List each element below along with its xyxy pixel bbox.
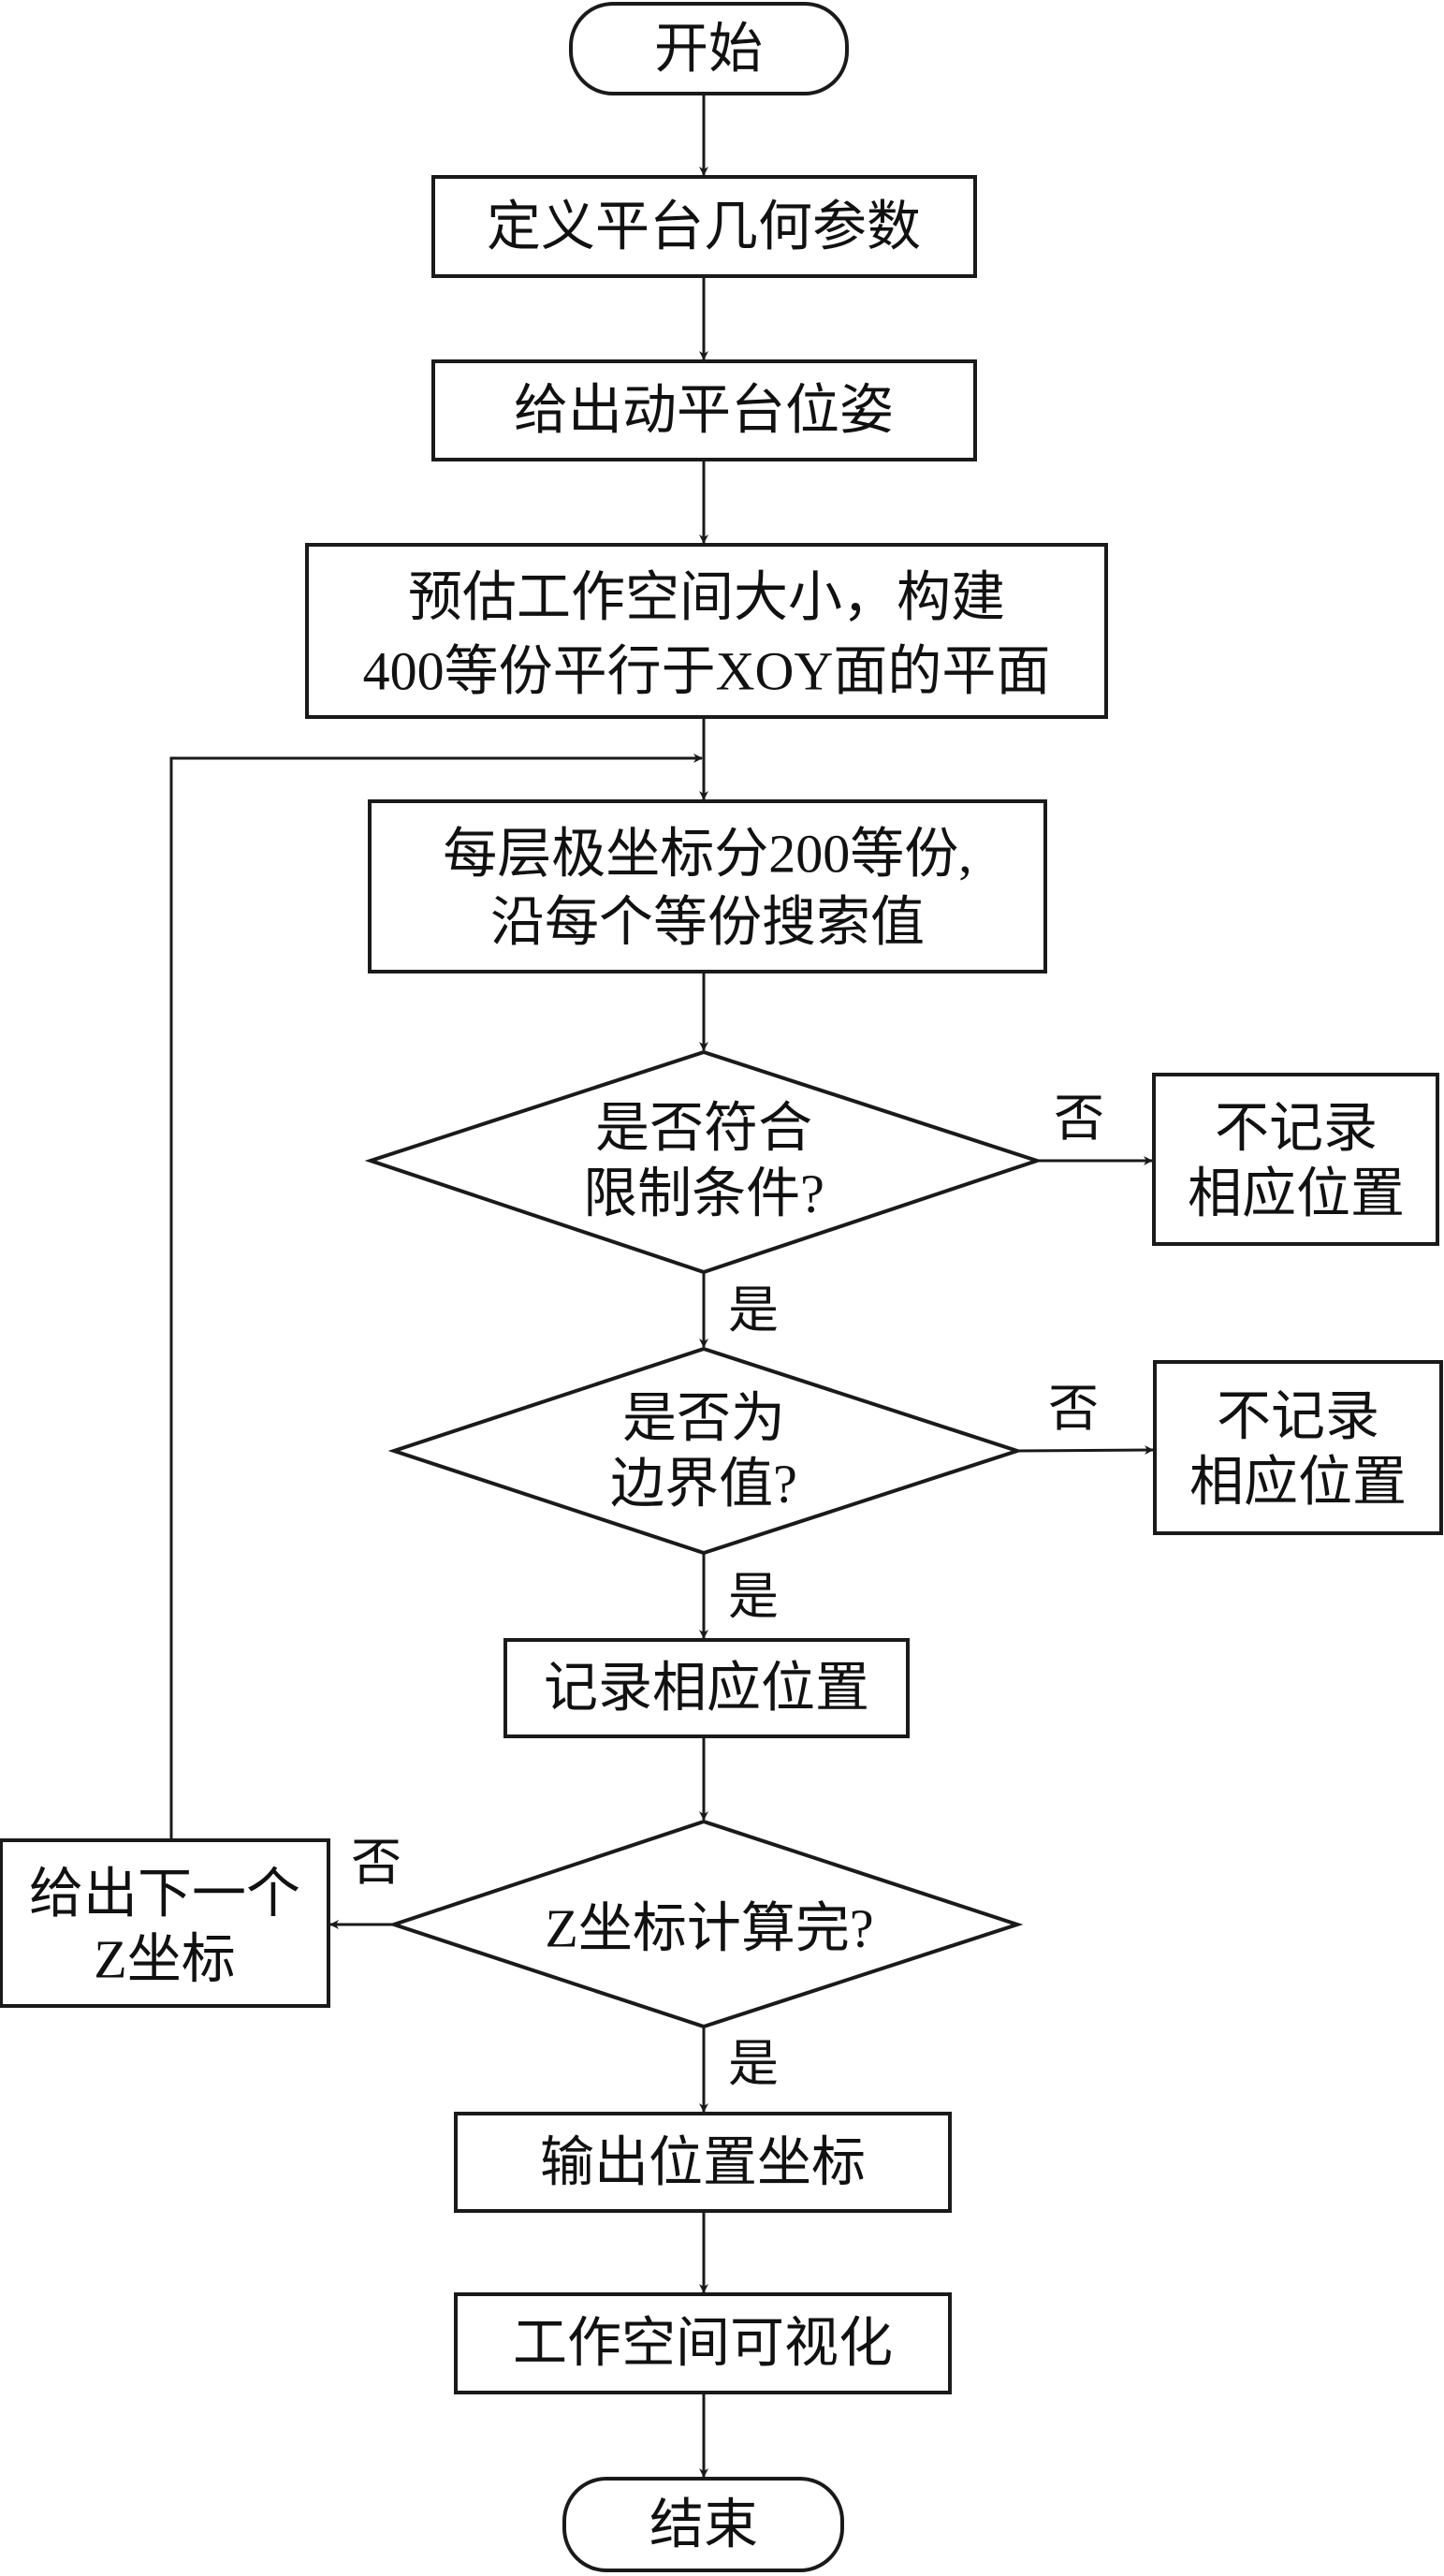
node-no-record-1: 不记录 相应位置	[1152, 1073, 1439, 1246]
no-record-1-box	[1152, 1073, 1439, 1246]
node-next-z: 给出下一个 Z坐标	[0, 1838, 330, 2008]
label-constraints-no: 否	[1054, 1090, 1104, 1147]
next-z-line2: Z坐标	[94, 1929, 235, 1990]
visualize-box	[454, 2292, 952, 2394]
edge-nextz-loop	[169, 754, 703, 1840]
node-give-pose: 给出动平台位姿	[431, 359, 977, 461]
check-constraints-line1: 是否符合	[595, 1098, 812, 1159]
next-z-box	[0, 1838, 330, 2008]
output-coords-label: 输出位置坐标	[540, 2132, 866, 2193]
polar-split-line2: 沿每个等份搜索值	[490, 892, 925, 953]
check-boundary-line1: 是否为	[622, 1388, 785, 1449]
polar-split-line1: 每层极坐标分200等份,	[443, 824, 972, 885]
no-record-1-line2: 相应位置	[1188, 1164, 1405, 1224]
visualize-label: 工作空间可视化	[513, 2313, 893, 2374]
polar-split-box	[368, 799, 1047, 973]
check-boundary-line2: 边界值?	[610, 1454, 797, 1515]
node-record-position: 记录相应位置	[503, 1638, 910, 1738]
label-boundary-no: 否	[1048, 1381, 1099, 1437]
edge-boundary-norecord2	[1016, 1445, 1154, 1456]
define-params-label: 定义平台几何参数	[487, 197, 921, 257]
label-boundary-yes: 是	[728, 1569, 779, 1625]
check-boundary-diamond	[387, 1346, 1024, 1556]
edge-labels: 否 是 否 是 否 是	[351, 1090, 1104, 2092]
start-terminal	[569, 2, 849, 95]
end-terminal	[562, 2477, 844, 2572]
give-pose-box	[431, 359, 977, 461]
node-start: 开始	[569, 2, 849, 95]
edges	[169, 94, 1154, 2478]
estimate-space-line1: 预估工作空间大小，构建	[408, 567, 1005, 628]
record-position-box	[503, 1638, 910, 1738]
node-end: 结束	[562, 2477, 844, 2572]
estimate-space-line2: 400等份平行于XOY面的平面	[363, 641, 1051, 702]
node-no-record-2: 不记录 相应位置	[1153, 1360, 1443, 1535]
node-check-constraints: 是否符合 限制条件?	[364, 1049, 1043, 1275]
check-constraints-diamond	[364, 1049, 1043, 1275]
z-done-diamond	[387, 1819, 1024, 2029]
node-define-params: 定义平台几何参数	[431, 175, 977, 278]
no-record-1-line1: 不记录	[1215, 1098, 1378, 1159]
end-label: 结束	[649, 2495, 758, 2555]
label-zdone-yes: 是	[728, 2036, 779, 2092]
node-check-boundary: 是否为 边界值?	[387, 1346, 1024, 1556]
no-record-2-line1: 不记录	[1217, 1386, 1379, 1447]
node-z-done: Z坐标计算完?	[387, 1819, 1024, 2029]
label-zdone-no: 否	[351, 1835, 401, 1891]
check-constraints-line2: 限制条件?	[583, 1164, 824, 1224]
node-visualize: 工作空间可视化	[454, 2292, 952, 2394]
label-constraints-yes: 是	[728, 1282, 779, 1339]
no-record-2-box	[1153, 1360, 1443, 1535]
no-record-2-line2: 相应位置	[1189, 1452, 1407, 1513]
start-label: 开始	[654, 19, 763, 80]
output-coords-box	[454, 2112, 952, 2213]
define-params-box	[431, 175, 977, 278]
record-position-label: 记录相应位置	[544, 1658, 869, 1719]
estimate-space-box	[305, 543, 1108, 719]
z-done-label: Z坐标计算完?	[545, 1898, 873, 1959]
next-z-line1: 给出下一个	[29, 1864, 300, 1925]
node-polar-split: 每层极坐标分200等份, 沿每个等份搜索值	[368, 799, 1047, 973]
node-estimate-space: 预估工作空间大小，构建 400等份平行于XOY面的平面	[305, 543, 1108, 719]
node-output-coords: 输出位置坐标	[454, 2112, 952, 2213]
give-pose-label: 给出动平台位姿	[514, 380, 894, 441]
